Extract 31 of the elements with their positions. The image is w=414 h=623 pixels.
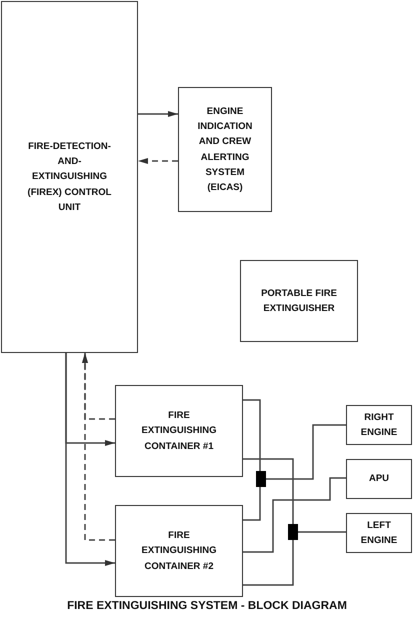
pipe-line: [243, 399, 261, 471]
arrow: [82, 353, 115, 541]
block-label: PORTABLE FIRE EXTINGUISHER: [260, 286, 338, 316]
control-unit-box: [1, 1, 138, 353]
arrow: [138, 111, 178, 117]
container-box: [115, 385, 243, 477]
arrow: [138, 158, 178, 164]
pipe-line: [243, 477, 346, 553]
engine-box: [346, 513, 412, 553]
pipe-line: [243, 458, 294, 524]
diagram-title: FIRE EXTINGUISHING SYSTEM - BLOCK DIAGRAM: [66, 600, 348, 612]
block-label: FIRE EXTINGUISHING CONTAINER #1: [140, 409, 218, 454]
block-label: APU: [368, 472, 390, 486]
pipe-line: [266, 424, 346, 480]
apu-box: [346, 459, 412, 499]
valve-block: [288, 524, 298, 540]
arrow: [82, 353, 115, 420]
arrow: [65, 353, 115, 566]
pipe-line: [243, 487, 261, 521]
block-label: FIRE-DETECTION-AND-EXTINGUISHING (FIREX) CONTROL UNIT: [28, 140, 112, 215]
valve-block: [256, 471, 266, 487]
block-label: LEFT ENGINE: [360, 518, 398, 548]
system-box: [178, 87, 272, 212]
block-label: FIRE EXTINGUISHING CONTAINER #2: [140, 529, 218, 574]
engine-box: [346, 405, 412, 445]
block-label: RIGHT ENGINE: [360, 410, 398, 440]
container-box: [115, 505, 243, 597]
pipe-line: [243, 540, 294, 586]
block-label: ENGINE INDICATION AND CREW ALERTING SYSTEM (EICAS): [196, 104, 254, 195]
pipe-line: [298, 531, 346, 533]
equipment-box: [240, 260, 358, 342]
